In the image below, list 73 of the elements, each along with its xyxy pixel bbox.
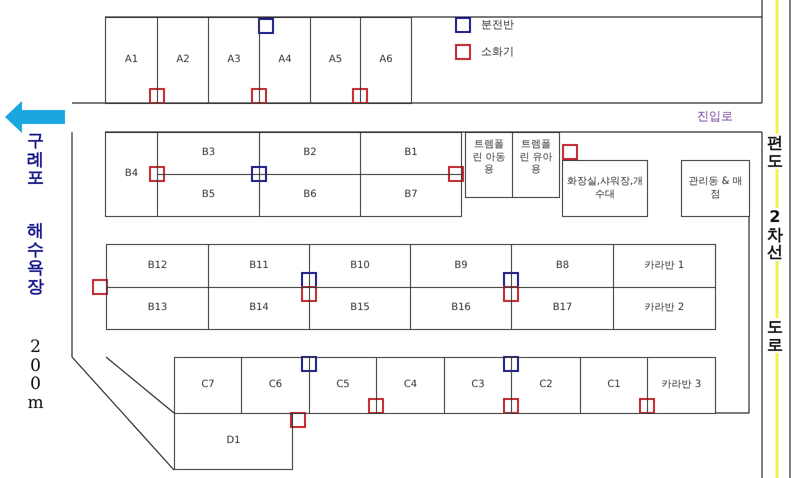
lot-label: D1 (226, 435, 241, 448)
lot-label: B16 (451, 302, 471, 315)
road-label: 진입로 (697, 108, 733, 125)
lot-label: B1 (404, 147, 418, 160)
site-lot (208, 17, 260, 104)
legend-label: 분전반 (481, 17, 514, 32)
site-lot (105, 132, 158, 217)
site-lot (174, 413, 293, 470)
site-lot (465, 132, 513, 198)
lot-label: A2 (176, 54, 190, 67)
lot-label: 화장실,샤워장,개수대 (566, 176, 644, 201)
site-lot (613, 244, 716, 288)
lot-label: B2 (303, 147, 317, 160)
lot-label: B17 (552, 302, 572, 315)
lot-label: C6 (268, 379, 282, 392)
vertical-label: 편도 (767, 134, 783, 170)
site-lot (647, 357, 716, 414)
vertical-label: 도로 (767, 318, 783, 354)
site-lot (562, 160, 648, 217)
site-lot (106, 287, 209, 330)
vertical-label: 구례포 (27, 132, 44, 188)
lot-label: A1 (124, 54, 138, 67)
lot-label: B9 (454, 260, 468, 272)
site-lot (241, 357, 310, 414)
lot-label: B14 (249, 302, 269, 315)
site-lot (444, 357, 512, 414)
lot-label: A5 (328, 54, 342, 67)
vertical-label: 해수욕장 (27, 222, 44, 297)
site-lot (106, 244, 209, 288)
lot-label: B13 (148, 302, 168, 315)
vertical-label: 200m (27, 338, 44, 413)
site-lot (360, 132, 462, 175)
site-lot (511, 357, 581, 414)
lot-label: B5 (202, 189, 216, 202)
lot-label: 카라반 1 (644, 260, 684, 272)
site-lot (259, 17, 311, 104)
lot-label: C2 (539, 379, 553, 392)
site-lot (360, 17, 412, 104)
site-lot (681, 160, 750, 217)
site-lot (174, 357, 242, 414)
lot-label: B10 (350, 260, 370, 272)
lot-label: 트렘폴린 아동용 (471, 139, 507, 176)
lot-label: A6 (379, 54, 393, 67)
lot-label: B3 (202, 147, 216, 160)
site-lot (157, 17, 209, 104)
lot-label: B7 (404, 189, 418, 202)
legend-label: 소화기 (481, 44, 514, 59)
lot-label: C4 (404, 379, 418, 392)
site-lot (309, 357, 377, 414)
lot-label: B4 (124, 168, 138, 181)
lot-label: 트렘폴린 유아용 (518, 139, 554, 176)
lot-label: 카라반 2 (644, 302, 684, 315)
lot-label: B6 (303, 189, 317, 202)
lot-label: B12 (148, 260, 168, 272)
site-lot (512, 132, 560, 198)
site-lot (613, 287, 716, 330)
vertical-label: 2차선 (767, 208, 783, 261)
site-lot (376, 357, 445, 414)
lot-label: C5 (336, 379, 350, 392)
lot-label: 관리동 & 매점 (687, 176, 744, 201)
lot-label: C3 (471, 379, 485, 392)
lot-label: B11 (249, 260, 269, 272)
site-lot (360, 174, 462, 217)
site-lot (310, 17, 361, 104)
lot-label: B8 (556, 260, 570, 272)
lot-label: 카라반 3 (662, 379, 702, 392)
lot-label: C1 (607, 379, 621, 392)
lot-label: C7 (201, 379, 215, 392)
site-lot (580, 357, 648, 414)
lot-label: B15 (350, 302, 370, 315)
lot-label: A3 (227, 54, 241, 67)
lot-label: A4 (278, 54, 292, 67)
site-lot (105, 17, 158, 104)
